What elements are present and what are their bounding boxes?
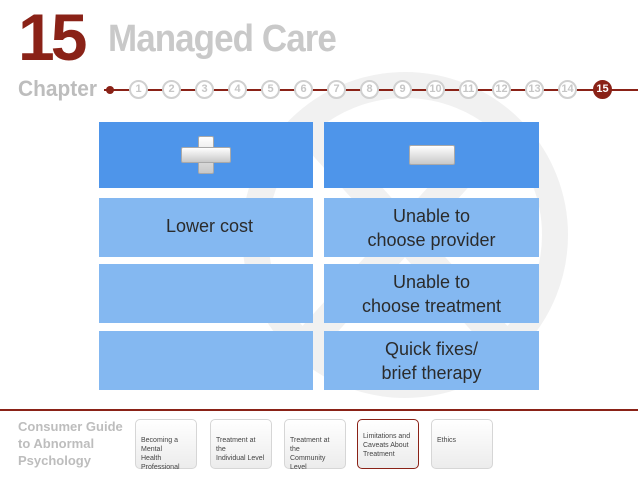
timeline-start-dot [106,86,114,94]
timeline-step-10[interactable]: 10 [426,80,445,99]
consumer-guide-label: Consumer Guide to Abnormal Psychology [18,419,123,468]
timeline-step-1[interactable]: 1 [129,80,148,99]
cons-header [324,122,539,188]
page-title: Managed Care [108,18,337,60]
con-cell-1: Unable to choose provider [324,198,539,257]
pro-cell-2 [99,264,313,323]
timeline-step-2[interactable]: 2 [162,80,181,99]
timeline-step-13[interactable]: 13 [525,80,544,99]
con-cell-2: Unable to choose treatment [324,264,539,323]
con-cell-3: Quick fixes/brief therapy [324,331,539,390]
timeline-step-5[interactable]: 5 [261,80,280,99]
minus-icon [408,145,455,165]
con-text-line1: Unable to [392,271,471,292]
timeline-step-3[interactable]: 3 [195,80,214,99]
pro-cell-1: Lower cost [99,198,313,257]
pros-cons-table: Lower cost Unable to choose provider Unab… [99,122,539,390]
tab-becoming-mental-health-professional[interactable]: Becoming a Mental Health Professional [135,419,197,471]
timeline-step-9[interactable]: 9 [393,80,412,99]
timeline-step-12[interactable]: 12 [492,80,511,99]
con-text-line2: brief therapy [381,362,482,383]
tab-limitations-caveats-active[interactable]: Limitations and Caveats About Treatment [357,419,419,469]
pro-cell-3 [99,331,313,390]
pros-header [99,122,313,188]
footer-divider [0,409,638,411]
timeline-step-7[interactable]: 7 [327,80,346,99]
chapter-number: 15 [18,0,87,74]
tab-ethics[interactable]: Ethics [431,419,493,469]
tab-treatment-community-level[interactable]: Treatment at the Community Level [284,419,346,471]
chapter-label: Chapter [18,76,97,101]
pro-text: Lower cost [165,215,253,236]
timeline-step-6[interactable]: 6 [294,80,313,99]
tab-treatment-individual-level[interactable]: Treatment at the Individual Level [210,419,272,469]
con-text-line2: choose treatment [361,295,502,316]
con-text-line2: choose provider [367,229,496,250]
con-text-line1: Unable to [392,205,471,226]
timeline-step-4[interactable]: 4 [228,80,247,99]
timeline-step-14[interactable]: 14 [558,80,577,99]
con-text-line1: Quick fixes/ [384,338,479,359]
timeline-step-8[interactable]: 8 [360,80,379,99]
timeline-step-11[interactable]: 11 [459,80,478,99]
plus-icon [181,136,231,174]
timeline-step-15-active[interactable]: 15 [593,80,612,99]
